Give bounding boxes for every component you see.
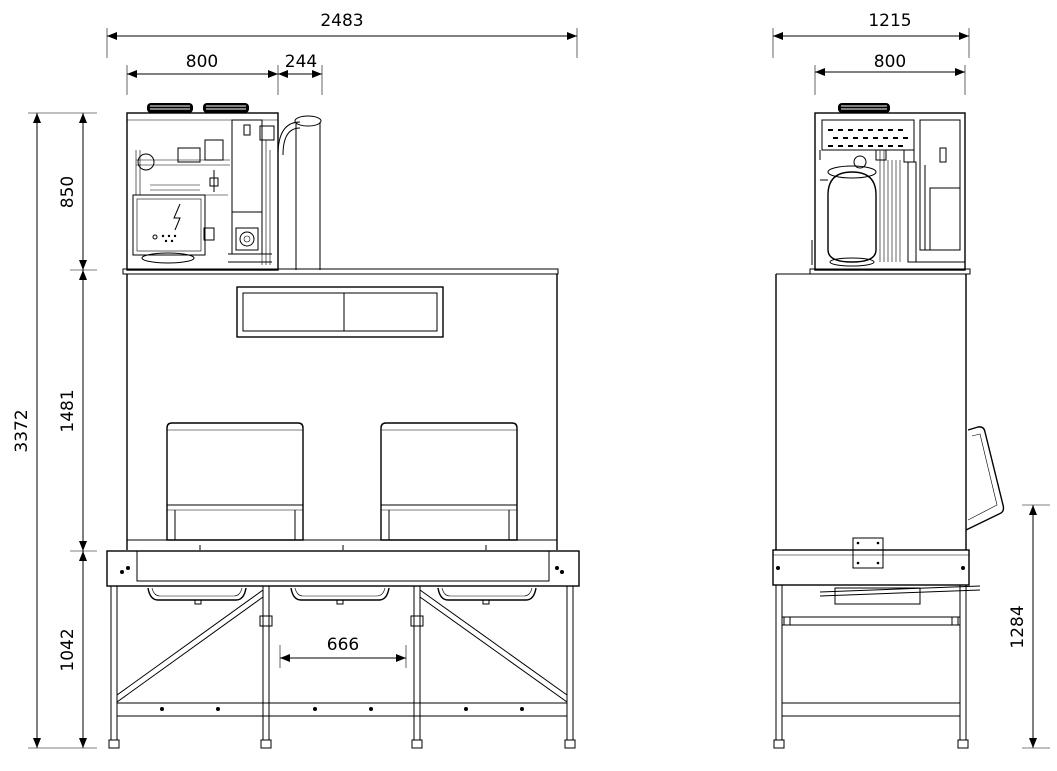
dim-total-height: 3372 <box>12 409 32 452</box>
front-vent-panel <box>236 286 444 338</box>
front-refrigeration-unit <box>126 103 279 271</box>
dim-front-total-width: 2483 <box>320 11 363 31</box>
side-vent-slots <box>828 129 908 147</box>
dimension-labels: 2483 800 244 1215 800 666 3372 850 1481 … <box>12 11 1028 672</box>
electric-hazard-icon <box>173 203 181 231</box>
front-door-right <box>380 422 518 541</box>
front-chute-right <box>437 587 537 605</box>
side-compressor <box>827 171 877 263</box>
dim-unit-height: 850 <box>58 176 78 208</box>
side-storage-bin <box>775 273 1005 569</box>
front-chute-middle <box>290 587 390 605</box>
dim-front-unit-width: 800 <box>186 52 218 72</box>
front-chute-left <box>147 587 247 605</box>
dim-front-pipe-width: 244 <box>285 52 317 72</box>
dim-side-door-height: 1284 <box>1008 605 1028 648</box>
side-refrigeration-unit <box>811 103 966 271</box>
dim-door-spacing: 666 <box>327 635 359 655</box>
dim-side-total-width: 1215 <box>868 11 911 31</box>
side-stand <box>772 549 981 749</box>
front-view <box>106 103 580 749</box>
front-door-left <box>166 422 304 541</box>
dim-bin-height: 1481 <box>58 389 78 432</box>
front-exhaust-pipe <box>277 115 322 270</box>
dimension-lines <box>28 28 1050 749</box>
front-fan-left <box>147 103 193 113</box>
side-door-flap <box>965 426 1005 531</box>
front-fan-right <box>203 103 249 113</box>
dim-stand-height: 1042 <box>58 628 78 671</box>
front-storage-bin <box>126 274 558 550</box>
side-view <box>772 103 1005 749</box>
dim-side-unit-width: 800 <box>874 52 906 72</box>
front-stand <box>106 550 580 749</box>
